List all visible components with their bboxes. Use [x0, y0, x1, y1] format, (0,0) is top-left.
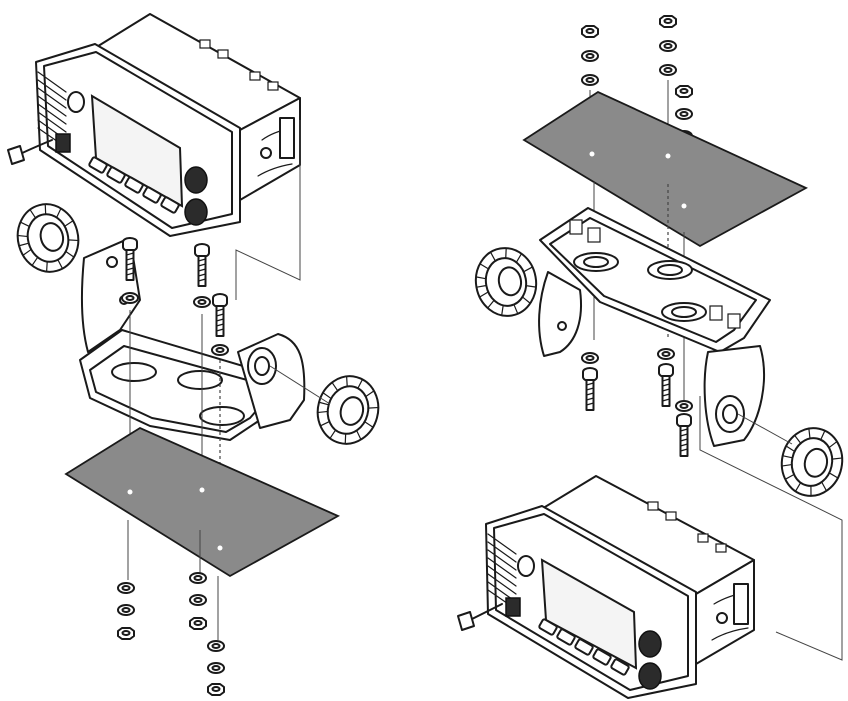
nut-left-1	[117, 627, 135, 640]
washer-right-4	[659, 64, 677, 76]
radio-unit-left	[7, 13, 301, 237]
washer-right-bottom-2	[657, 348, 675, 360]
right-view	[457, 15, 848, 699]
bolt-left-3	[212, 293, 228, 337]
washer-left-top-2	[193, 296, 211, 308]
nut-left-2	[189, 617, 207, 630]
washer-right-bottom-1	[581, 352, 599, 364]
radio-unit-right	[457, 475, 755, 699]
mounting-surface-plate-left	[64, 426, 341, 578]
bolt-right-2	[658, 363, 674, 407]
nut-right-2	[659, 15, 677, 28]
left-view	[7, 13, 387, 696]
washer-right-2	[581, 74, 599, 86]
bolt-right-1	[582, 367, 598, 411]
washer-right-bottom-3	[675, 400, 693, 412]
washer-left-bottom-2	[117, 604, 135, 616]
mounting-surface-plate-right	[522, 90, 808, 248]
washer-left-bottom-5	[207, 640, 225, 652]
bolt-right-3	[676, 413, 692, 457]
bracket-knob-left-1	[9, 196, 87, 280]
bracket-knob-right-2	[774, 421, 848, 503]
nut-right-3	[675, 85, 693, 98]
mounting-bracket-left	[79, 237, 306, 441]
washer-right-1	[581, 50, 599, 62]
washer-right-3	[659, 40, 677, 52]
washer-left-bottom-1	[117, 582, 135, 594]
washer-left-top-3	[211, 344, 229, 356]
mounting-bracket-right	[538, 207, 771, 447]
washer-left-bottom-6	[207, 662, 225, 674]
bolt-left-2	[194, 243, 210, 287]
washer-left-top-1	[121, 292, 139, 304]
washer-right-5	[675, 108, 693, 120]
bracket-knob-right-1	[469, 242, 543, 322]
bracket-knob-left-2	[309, 368, 387, 452]
washer-left-bottom-4	[189, 594, 207, 606]
nut-right-1	[581, 25, 599, 38]
nut-left-3	[207, 683, 225, 696]
washer-left-bottom-3	[189, 572, 207, 584]
